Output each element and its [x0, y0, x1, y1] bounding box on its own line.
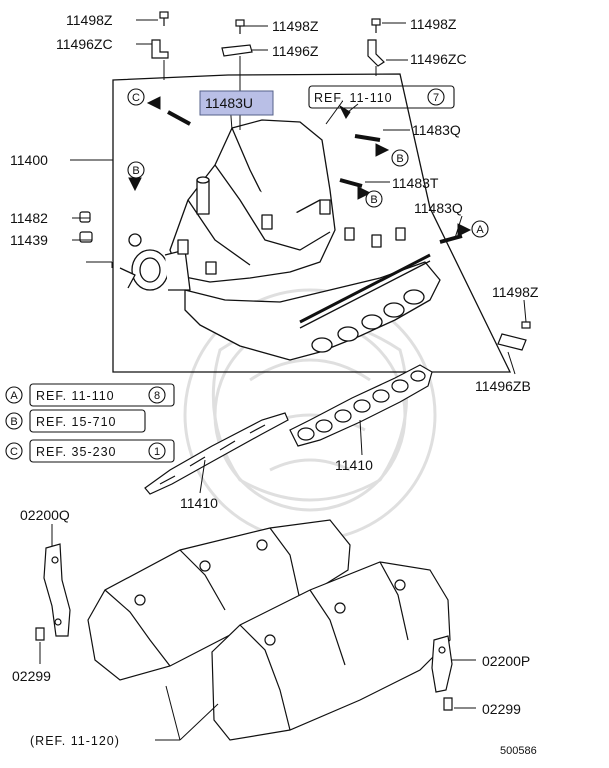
ref-a-text: REF. 11-110 — [36, 389, 115, 403]
marker-c-top: C — [132, 92, 140, 104]
gasket-11410-left — [144, 412, 289, 495]
top-ref-box — [308, 85, 455, 109]
marker-a-legend: A — [10, 390, 18, 402]
diagram-id: 500586 — [500, 745, 537, 757]
label-11400: 11400 — [10, 152, 48, 168]
marker-b-right-2: B — [370, 194, 377, 206]
ref-top-text: REF. 11-110 — [314, 91, 393, 105]
top-bolts-brackets — [79, 11, 531, 351]
label-11483u[interactable]: 11483U — [205, 95, 253, 111]
label-11439: 11439 — [10, 232, 48, 248]
ref-b-text: REF. 15-710 — [36, 415, 116, 429]
label-02200p: 02200P — [482, 653, 530, 669]
label-11496zc-left: 11496ZC — [56, 36, 113, 52]
label-11483t: 11483T — [392, 175, 439, 191]
label-11498z-center: 11498Z — [272, 18, 319, 34]
bottom-brackets — [35, 543, 453, 711]
gasket-leaders — [199, 419, 363, 494]
arrow-b-3 — [357, 186, 372, 200]
label-11410-right: 11410 — [335, 457, 373, 473]
label-02299-right: 02299 — [482, 701, 521, 717]
arrow-up-ref — [338, 104, 351, 119]
marker-b-left: B — [132, 165, 139, 177]
label-11482: 11482 — [10, 210, 48, 226]
label-11496z: 11496Z — [272, 43, 319, 59]
part-labels: 11498Z 11496ZC 11498Z 11496Z 11498Z 1149… — [10, 12, 539, 717]
label-11498z-right: 11498Z — [410, 16, 457, 32]
bracket-02200q — [43, 543, 71, 637]
label-11496zc-right: 11496ZC — [410, 51, 467, 67]
circled-markers — [5, 88, 489, 460]
manifold-assembly-box — [112, 73, 512, 373]
cylinder-head-right — [211, 561, 451, 741]
ref-labels: REF. 11-110 7 REF. 11-110 8 REF. 15-710 … — [30, 91, 439, 748]
label-11496zb: 11496ZB — [475, 378, 531, 394]
arrow-c — [146, 96, 161, 110]
marker-b-legend: B — [10, 416, 17, 428]
reference-arrows — [128, 96, 472, 237]
highlight-11483u[interactable] — [199, 90, 274, 116]
bolt-02299-right — [443, 697, 453, 711]
marker-b-right-1: B — [396, 153, 403, 165]
ref-top-number: 7 — [433, 92, 439, 104]
bracket-02200p — [431, 635, 453, 693]
arrow-b-1 — [128, 177, 142, 192]
bolt-02299-left — [35, 627, 45, 641]
arrow-b-2 — [375, 143, 390, 157]
label-11498z-lower-right: 11498Z — [492, 284, 539, 300]
ref-c-number: 1 — [154, 446, 160, 458]
ref-c-text: REF. 35-230 — [36, 445, 116, 459]
gasket-11410-right — [289, 364, 433, 447]
label-02299-left: 02299 — [12, 668, 51, 684]
bottom-leaders — [39, 524, 476, 741]
ref-bottom-text: (REF. 11-120) — [30, 734, 120, 748]
arrow-a — [457, 223, 472, 237]
label-11498z-left: 11498Z — [66, 12, 113, 28]
label-11483q-top: 11483Q — [412, 122, 461, 138]
ref-a-number: 8 — [154, 390, 160, 402]
legend-ref-boxes — [29, 383, 175, 463]
intake-manifold-drawing — [119, 119, 441, 361]
label-11410-left: 11410 — [180, 495, 218, 511]
label-02200q: 02200Q — [20, 507, 70, 523]
label-11483q-right: 11483Q — [414, 200, 463, 216]
marker-a-right: A — [476, 224, 484, 236]
cylinder-head-left — [87, 519, 351, 681]
circled-marker-letters: C B B B A A B C — [10, 92, 484, 458]
marker-c-legend: C — [10, 446, 18, 458]
